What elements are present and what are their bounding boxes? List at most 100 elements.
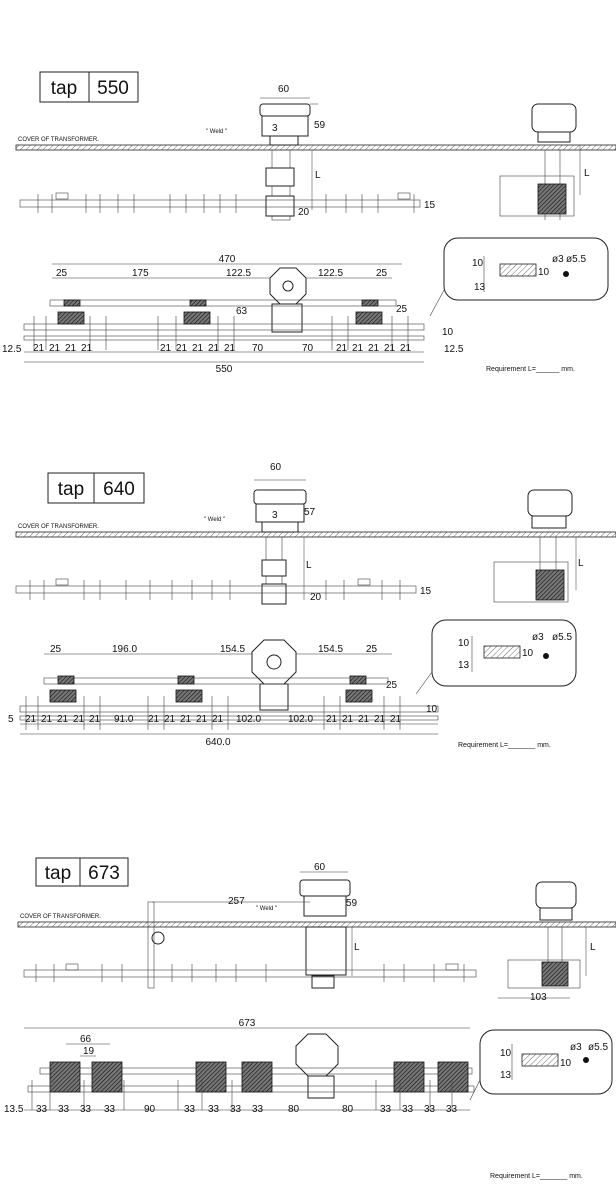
side-view: L [499, 103, 590, 220]
section-tap-640: tap 640 COVER OF TRANSFORMER. 60 57 3 " … [8, 462, 616, 749]
cover-label: COVER OF TRANSFORMER. [18, 137, 99, 143]
svg-text:33: 33 [446, 1104, 458, 1115]
dim-head-height: 57 [304, 507, 316, 518]
svg-text:13: 13 [458, 660, 470, 671]
dim-l: L [315, 170, 321, 181]
svg-text:21: 21 [148, 714, 160, 725]
dim-side-width: 103 [530, 992, 547, 1003]
svg-text:L: L [590, 942, 596, 953]
dim-head-height: 59 [346, 898, 358, 909]
svg-text:33: 33 [58, 1104, 70, 1115]
dim-half-left: 154.5 [220, 644, 245, 655]
dim-l: L [354, 942, 360, 953]
svg-text:21: 21 [164, 714, 176, 725]
svg-text:33: 33 [80, 1104, 92, 1115]
side-view: L 103 [498, 881, 596, 1003]
svg-text:33: 33 [380, 1104, 392, 1115]
dim-head-width: 60 [278, 84, 290, 95]
svg-text:33: 33 [402, 1104, 414, 1115]
dim-span-left: 175 [132, 268, 149, 279]
dim-head-height: 59 [314, 120, 326, 131]
svg-text:L: L [578, 558, 584, 569]
dim-bar-side: 15 [420, 586, 432, 597]
svg-text:21: 21 [73, 714, 85, 725]
dim-offset: 257 [228, 896, 245, 907]
dim-end-left: 5 [8, 714, 14, 725]
dim-offset-left: 25 [50, 644, 62, 655]
dim-center-left: 80 [288, 1104, 300, 1115]
svg-text:21: 21 [368, 343, 380, 354]
svg-text:10: 10 [458, 638, 470, 649]
dim-end-right: 12.5 [444, 344, 464, 355]
dim-offset-right: 25 [376, 268, 388, 279]
dim-side-25: 25 [386, 680, 398, 691]
svg-text:21: 21 [224, 343, 236, 354]
svg-text:21: 21 [65, 343, 77, 354]
dim-block: 66 [80, 1034, 92, 1045]
dim-center-right: 80 [342, 1104, 354, 1115]
tap-number: 550 [97, 78, 129, 99]
tap-bar-elevation: 15 [19, 192, 436, 213]
svg-text:ø5.5: ø5.5 [588, 1042, 608, 1053]
svg-text:10: 10 [560, 1058, 572, 1069]
svg-text:21: 21 [89, 714, 101, 725]
svg-text:13: 13 [474, 282, 486, 293]
svg-text:33: 33 [36, 1104, 48, 1115]
dim-mid-left: 91.0 [114, 714, 134, 725]
dim-center-right: 102.0 [288, 714, 313, 725]
svg-text:21: 21 [342, 714, 354, 725]
weld-label: " Weld " [256, 906, 277, 912]
svg-text:21: 21 [358, 714, 370, 725]
svg-text:ø5.5: ø5.5 [552, 632, 572, 643]
operating-head: 60 59 3 " Weld " L 20 [206, 84, 326, 221]
svg-text:L: L [584, 168, 590, 179]
dim-bar: 20 [310, 592, 322, 603]
svg-text:21: 21 [326, 714, 338, 725]
operating-head: 60 59 " Weld " 257 L [147, 862, 360, 989]
tap-word: tap [45, 863, 71, 884]
dim-overall-bottom: 550 [216, 364, 233, 375]
svg-text:ø3: ø3 [570, 1042, 582, 1053]
dim-end-left: 12.5 [2, 344, 22, 355]
svg-text:33: 33 [252, 1104, 264, 1115]
dim-half-right: 154.5 [318, 644, 343, 655]
tap-bar-plan: 673 66 19 13.5 [4, 1018, 475, 1115]
dim-offset-left: 25 [56, 268, 68, 279]
dim-l: L [306, 560, 312, 571]
svg-text:21: 21 [196, 714, 208, 725]
svg-text:33: 33 [230, 1104, 242, 1115]
cover-label: COVER OF TRANSFORMER. [20, 914, 101, 920]
svg-text:21: 21 [81, 343, 93, 354]
dim-rise: 63 [236, 306, 248, 317]
weld-label: " Weld " [206, 129, 227, 135]
operating-head: 60 57 3 " Weld " L 20 [204, 462, 322, 605]
svg-text:21: 21 [400, 343, 412, 354]
requirement-text: Requirement L=_______ mm. [458, 742, 551, 749]
dim-center-left: 70 [252, 343, 264, 354]
svg-text:13: 13 [500, 1070, 512, 1081]
dim-overall-top: 470 [219, 254, 236, 265]
svg-text:21: 21 [180, 714, 192, 725]
dim-thickness: 10 [426, 704, 438, 715]
detail-callout: 10 10 13 ø3 ø5.5 [415, 619, 577, 695]
tap-bar-elevation: 15 [15, 578, 432, 600]
svg-text:21: 21 [176, 343, 188, 354]
side-view: L [493, 489, 584, 603]
section-tap-673: tap 673 COVER OF TRANSFORMER. 60 59 " We… [4, 857, 616, 1180]
tap-label-box: tap 550 [39, 71, 139, 103]
transformer-cover [17, 921, 616, 928]
dim-half-left: 122.5 [226, 268, 251, 279]
dim-weld-gap: 3 [272, 510, 278, 521]
tap-word: tap [51, 78, 77, 99]
weld-label: " Weld " [204, 517, 225, 523]
section-tap-550: tap 550 COVER OF TRANSFORMER. 60 59 3 " … [2, 71, 616, 375]
transformer-cover [15, 144, 616, 151]
tap-bar-plan: 470 25 175 122.5 122.5 25 63 [2, 254, 464, 375]
svg-text:ø3: ø3 [532, 632, 544, 643]
svg-text:21: 21 [212, 714, 224, 725]
dim-side-25: 25 [396, 304, 408, 315]
svg-text:33: 33 [184, 1104, 196, 1115]
transformer-cover [15, 531, 616, 538]
svg-text:21: 21 [384, 343, 396, 354]
